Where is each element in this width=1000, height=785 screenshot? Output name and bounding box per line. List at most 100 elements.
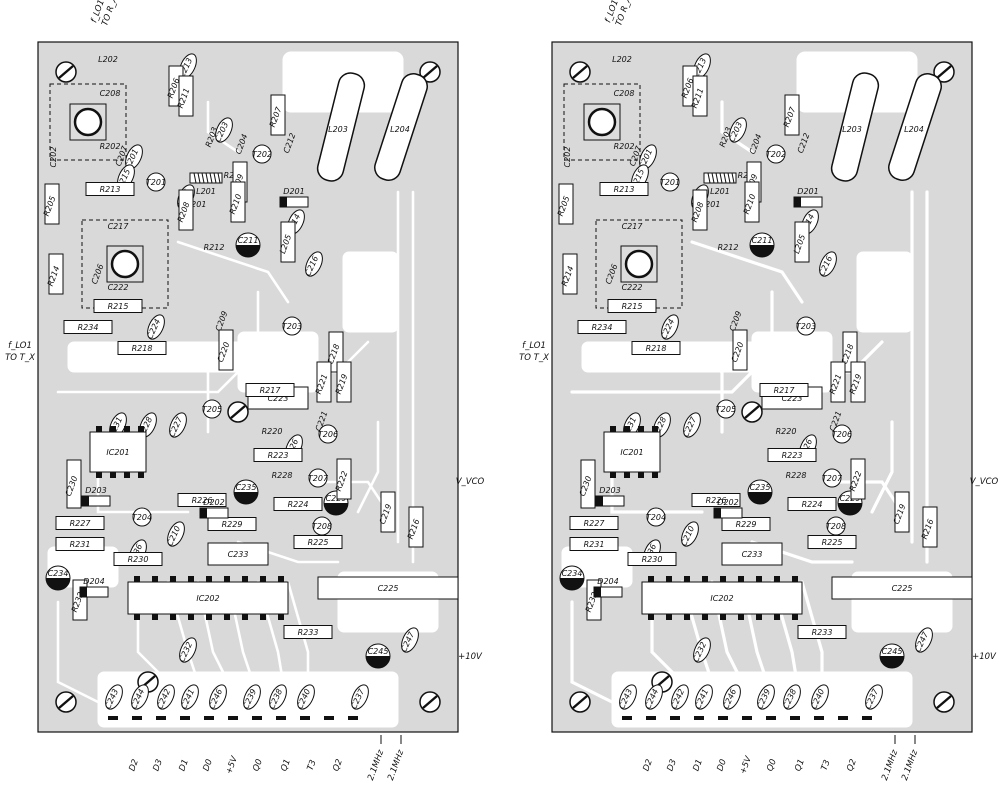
component-r210: R210 bbox=[228, 181, 246, 223]
component-r226: R226 bbox=[177, 493, 227, 507]
component-body bbox=[273, 497, 323, 511]
component-body bbox=[305, 251, 323, 277]
component-r207: R207 bbox=[782, 94, 800, 136]
component-body bbox=[681, 521, 699, 547]
component-body bbox=[131, 684, 149, 710]
component-label: C234 bbox=[48, 569, 69, 578]
ic-pin bbox=[206, 614, 212, 620]
component-d202: D202 bbox=[713, 498, 743, 519]
component-c224: C224 bbox=[659, 314, 679, 340]
component-c216: C216 bbox=[817, 251, 837, 277]
component-label: L201 bbox=[710, 187, 730, 196]
component-label: R201 bbox=[186, 200, 207, 209]
component-c217: C217 bbox=[108, 222, 130, 231]
component-body bbox=[603, 431, 661, 473]
component-body bbox=[113, 552, 163, 566]
trace bbox=[870, 420, 894, 514]
component-r201: R201 bbox=[186, 200, 207, 209]
component-c235: C235 bbox=[747, 479, 773, 505]
edge-label: D3 bbox=[151, 758, 164, 773]
component-body bbox=[922, 506, 938, 548]
ic-pin bbox=[666, 614, 672, 620]
component-c233: C233 bbox=[207, 542, 269, 566]
component-c243: C243 bbox=[617, 684, 637, 710]
component-body bbox=[230, 181, 246, 223]
component-r212: R212 bbox=[204, 243, 225, 252]
component-body bbox=[830, 361, 846, 403]
coil-winding bbox=[197, 172, 201, 184]
component-c230: C230 bbox=[578, 459, 596, 509]
component-ic202: IC202 bbox=[127, 576, 289, 620]
component-body bbox=[147, 314, 165, 340]
component-c220: C220 bbox=[730, 329, 748, 371]
component-body bbox=[819, 251, 837, 277]
edge-label: 2.1MHz bbox=[366, 748, 386, 781]
shield-box bbox=[563, 83, 641, 161]
ic-pin bbox=[188, 576, 194, 582]
component-r208: R208 bbox=[176, 189, 194, 231]
component-label: T206 bbox=[832, 430, 852, 439]
ic-pin bbox=[124, 472, 130, 478]
component-body bbox=[215, 117, 233, 143]
component-d201: D201 bbox=[793, 187, 823, 208]
component-body bbox=[207, 517, 257, 531]
component-r217: R217 bbox=[245, 383, 295, 397]
component-label: D203 bbox=[85, 486, 106, 495]
component-c210: C210 bbox=[165, 521, 185, 547]
ic-pin bbox=[756, 614, 762, 620]
screw-slot bbox=[422, 695, 438, 709]
component-label: R227 bbox=[70, 519, 92, 528]
component-body bbox=[269, 684, 287, 710]
component-t202: T202 bbox=[252, 144, 272, 164]
component-c225: C225 bbox=[317, 576, 459, 600]
component-body bbox=[757, 684, 775, 710]
component-body bbox=[85, 182, 135, 196]
component-r230: R230 bbox=[113, 552, 163, 566]
component-r218: R218 bbox=[631, 341, 681, 355]
component-body bbox=[569, 537, 619, 551]
coil-L203 bbox=[830, 72, 880, 182]
component-body bbox=[177, 493, 227, 507]
cathode-band bbox=[714, 508, 721, 518]
component-label: R226 bbox=[192, 496, 213, 505]
component-label: T208 bbox=[826, 522, 846, 531]
ic-pin bbox=[720, 614, 726, 620]
ic-pin bbox=[638, 472, 644, 478]
component-body bbox=[794, 221, 810, 263]
mounting-hole bbox=[933, 61, 955, 83]
component-body bbox=[784, 94, 800, 136]
component-label: T204 bbox=[646, 513, 666, 522]
mounting-hole bbox=[569, 61, 591, 83]
component-t206: T206 bbox=[832, 424, 852, 444]
component-c222: C222 bbox=[622, 283, 643, 292]
component-r222: R222 bbox=[848, 458, 866, 500]
screw-slot bbox=[936, 695, 952, 709]
edge-pad bbox=[300, 716, 310, 720]
component-r222: R222 bbox=[334, 458, 352, 500]
component-r223: R223 bbox=[253, 448, 303, 462]
component-label: IC201 bbox=[106, 448, 129, 457]
component-label: C211 bbox=[238, 236, 259, 245]
component-t204: T204 bbox=[646, 507, 666, 527]
edge-label: +5V bbox=[738, 754, 754, 776]
component-label: R218 bbox=[132, 344, 153, 353]
component-c202: C202 bbox=[563, 147, 572, 168]
coil-L204 bbox=[888, 73, 942, 181]
component-body bbox=[245, 383, 295, 397]
component-label: R201 bbox=[700, 200, 721, 209]
component-body bbox=[55, 516, 105, 530]
component-c239: C239 bbox=[241, 684, 261, 710]
component-body bbox=[146, 172, 166, 192]
edge-pad bbox=[324, 716, 334, 720]
ic-pin bbox=[702, 614, 708, 620]
component-body bbox=[117, 341, 167, 355]
coil-winding bbox=[213, 172, 217, 184]
component-body bbox=[716, 399, 736, 419]
copper-pour bbox=[856, 251, 913, 333]
component-ic201: IC201 bbox=[603, 426, 661, 478]
component-c235: C235 bbox=[233, 479, 259, 505]
coil-winding bbox=[723, 172, 727, 184]
component-d201: D201 bbox=[279, 187, 309, 208]
edge-label: Q2 bbox=[845, 758, 859, 773]
